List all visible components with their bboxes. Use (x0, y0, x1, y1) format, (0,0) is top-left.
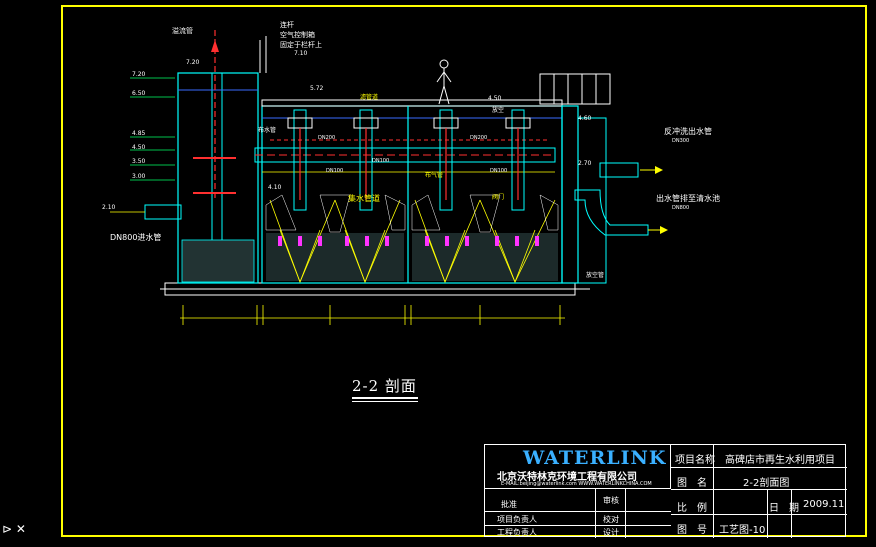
section-title-underline (352, 397, 418, 399)
label-lv-650a: 6.50 (132, 90, 146, 97)
label-outlet-pipe: 出水管排至清水池 (656, 194, 720, 203)
company-name: 北京沃特林克环境工程有限公司 (497, 472, 637, 483)
label-backwash-dn: DN300 (672, 138, 690, 144)
scale-label: 比 例 (677, 503, 707, 514)
label-dn200b: DN200 (470, 135, 488, 141)
section-title: 2-2 剖面 (352, 377, 417, 395)
review-label: 审核 (603, 496, 619, 505)
label-lv-485: 4.85 (132, 130, 146, 137)
waterlink-logo: WATERLINK (523, 447, 667, 469)
label-dn200a: DN200 (318, 135, 336, 141)
label-outlet-dn: DN800 (672, 205, 690, 211)
ucs-axis-icon: ⊳ ✕ (2, 522, 26, 536)
label-cabinet: 空气控制箱 (280, 31, 315, 39)
project-name-value: 高碑店市再生水利用项目 (725, 455, 835, 466)
label-lv-410: 4.10 (268, 184, 282, 191)
inlet-chamber (177, 72, 259, 284)
drawing-number-value: 工艺图-10 (719, 525, 766, 536)
check-label: 校对 (603, 515, 619, 524)
date-label: 日 期 (769, 503, 799, 514)
label-lv-210: 2.10 (102, 204, 116, 211)
project-name-label: 项目名称 (675, 455, 715, 466)
drawing-name-label: 图 名 (677, 478, 707, 489)
label-lv-572: 5.72 (310, 85, 324, 92)
label-lv-300: 3.00 (132, 173, 146, 180)
section-title-underline-2 (352, 401, 418, 402)
label-lv-720b: 7.20 (186, 59, 200, 66)
label-bubble-label: 布气管 (425, 172, 444, 179)
label-fixed: 固定于栏杆上 (280, 41, 322, 49)
label-lv-450a: 4.50 (132, 144, 146, 151)
label-drain2: 放空 (492, 107, 505, 114)
label-dn100c: DN100 (372, 158, 390, 164)
label-distribution: 布水管 (258, 127, 277, 134)
design-lead-label: 工程负责人 (497, 528, 537, 537)
label-lv-350: 3.50 (132, 158, 146, 165)
project-lead-label: 项目负责人 (497, 515, 537, 524)
drawing-name-value: 2-2剖面图 (743, 478, 790, 489)
label-rod: 连杆 (280, 21, 294, 29)
date-value: 2009.11 (803, 499, 845, 510)
drawing-number-label: 图 号 (677, 525, 707, 536)
label-screen-pipe: 滤管道 (360, 94, 379, 101)
label-lv-270: 2.70 (578, 160, 592, 167)
label-dn100b: DN100 (490, 168, 508, 174)
label-ls-label: 集水管道 (348, 194, 380, 203)
label-lv-710: 7.10 (294, 50, 308, 57)
label-lv-720: 7.20 (132, 71, 146, 78)
label-drain: 放空管 (586, 272, 605, 279)
title-block: WATERLINK 北京沃特林克环境工程有限公司 E-MAIL:beijing@… (484, 444, 847, 538)
company-logo-area: WATERLINK 北京沃特林克环境工程有限公司 E-MAIL:beijing@… (485, 445, 671, 489)
label-overflow: 溢流管 (172, 27, 193, 35)
design-label: 设计 (603, 528, 619, 537)
company-website: E-MAIL:beijing@waterlink.com WWW.WATERLI… (501, 481, 652, 487)
label-dn100a: DN100 (326, 168, 344, 174)
label-backwash-pipe: 反冲洗出水管 (664, 127, 712, 136)
label-inlet-pipe: DN800进水管 (110, 233, 162, 242)
approve-label: 批准 (501, 500, 517, 509)
label-lv-460: 4.60 (578, 115, 592, 122)
person-figure (436, 59, 452, 105)
drawing-frame (61, 5, 867, 537)
label-lv-450b: 4.50 (488, 95, 502, 102)
label-valve-label: 阀门 (492, 194, 505, 201)
